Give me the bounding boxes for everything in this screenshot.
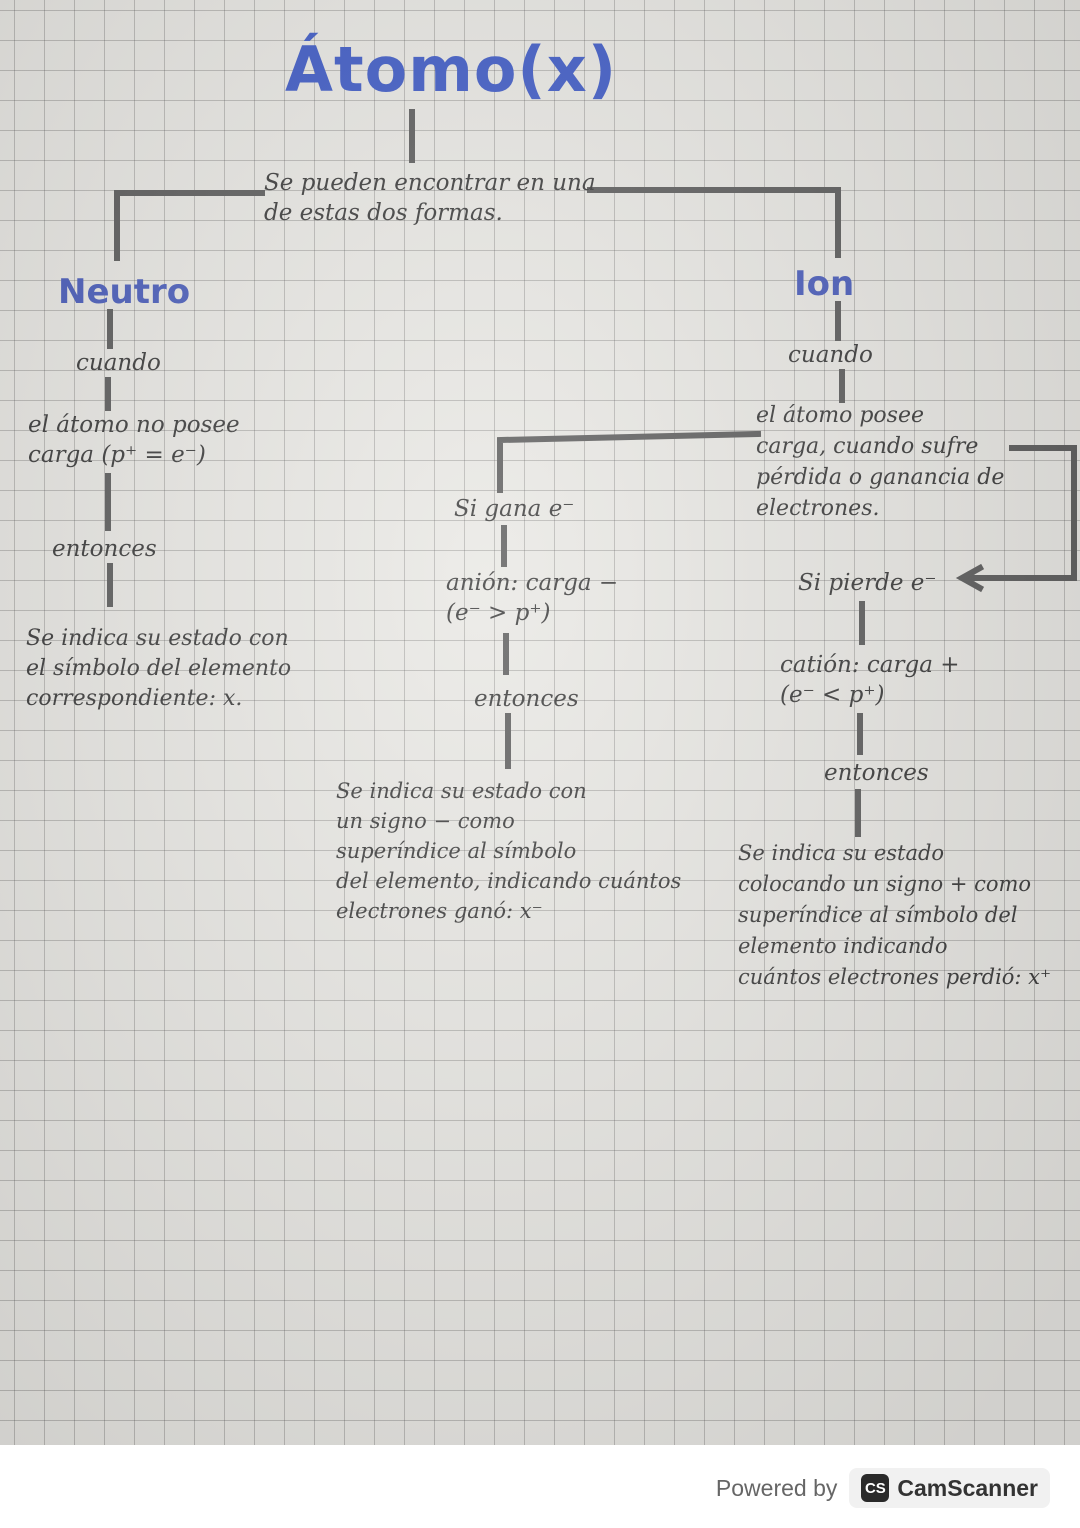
connector-ion-pierde — [963, 445, 1077, 581]
anion-tipo: anión: carga − (e⁻ > p⁺) — [446, 570, 619, 626]
neutro-heading: Neutro — [58, 272, 191, 312]
powered-by-text: Powered by — [715, 1474, 838, 1501]
connector-intro-neutro — [114, 190, 265, 261]
camscanner-watermark: Powered by CS CamScanner — [716, 1466, 1050, 1510]
neutro-condicion: el átomo no posee carga (p⁺ = e⁻) — [28, 412, 240, 468]
pierde-condicion: Si pierde e⁻ — [798, 570, 937, 596]
gana-resultado: Se indica su estado con un signo − como … — [336, 779, 682, 923]
ion-condicion: el átomo posee carga, cuando sufre pérdi… — [756, 403, 1005, 521]
grid-paper: Átomo(x) Se pueden encontrar en una de e… — [0, 0, 1080, 1445]
neutro-cuando: cuando — [76, 350, 161, 376]
connector-ion-gana — [497, 430, 762, 493]
camscanner-name: CamScanner — [897, 1474, 1038, 1501]
camscanner-badge: CS CamScanner — [849, 1468, 1050, 1508]
arrowhead-pierde — [955, 563, 985, 593]
gana-condicion: Si gana e⁻ — [454, 496, 575, 522]
diagram-title: Átomo(x) — [285, 33, 618, 106]
neutro-resultado: Se indica su estado con el símbolo del e… — [26, 626, 292, 711]
camscanner-logo-icon: CS — [861, 1474, 890, 1502]
ion-heading: Ion — [794, 264, 855, 304]
neutro-entonces: entonces — [52, 536, 157, 562]
ion-cuando: cuando — [788, 342, 873, 368]
cation-tipo: catión: carga + (e⁻ < p⁺) — [780, 652, 960, 708]
pierde-entonces: entonces — [824, 760, 929, 786]
connector-intro-ion — [587, 187, 841, 258]
gana-entonces: entonces — [474, 686, 579, 712]
intro-text: Se pueden encontrar en una de estas dos … — [264, 170, 596, 226]
concept-map-connectors — [105, 109, 1077, 837]
pierde-resultado: Se indica su estado colocando un signo +… — [738, 841, 1052, 989]
